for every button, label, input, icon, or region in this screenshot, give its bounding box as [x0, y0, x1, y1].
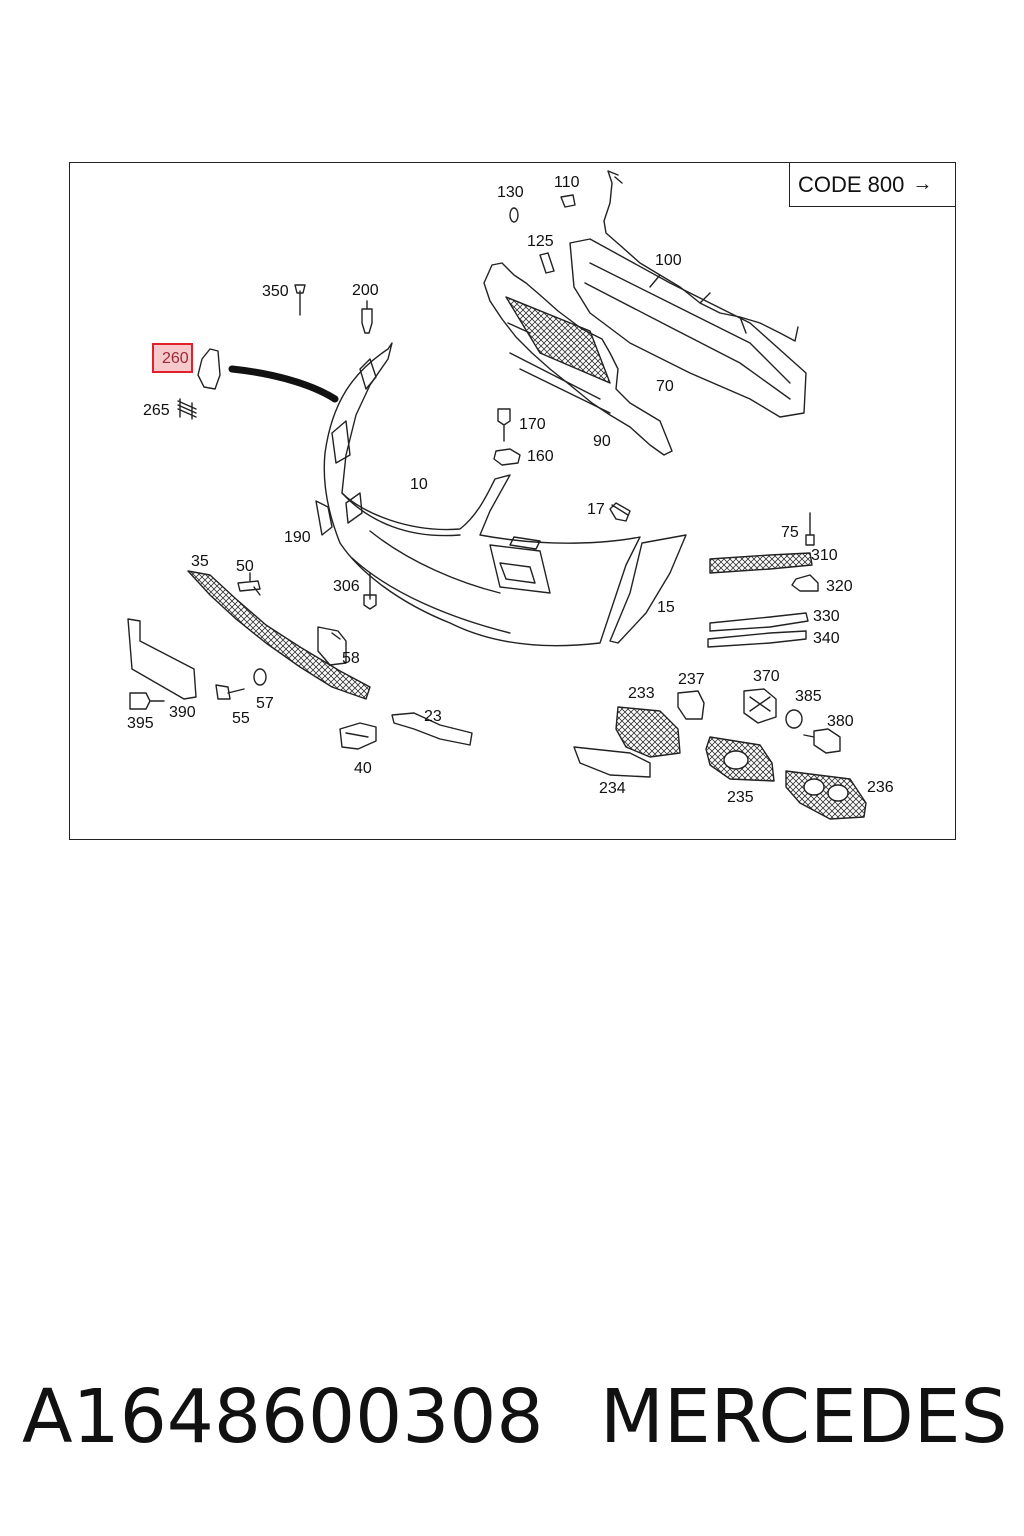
arrow-right-icon: →	[912, 173, 933, 195]
lower-trim-35	[187, 570, 371, 700]
callout-306[interactable]: 306	[333, 578, 360, 595]
trim-234-part	[573, 746, 651, 778]
bumper-cover-part	[323, 342, 641, 647]
callout-57[interactable]: 57	[256, 695, 274, 712]
panel-190-part	[315, 500, 333, 536]
screw-75-part	[805, 512, 815, 546]
clip-260-part	[197, 348, 221, 390]
callout-10[interactable]: 10	[410, 476, 428, 493]
bracket-40-part	[339, 722, 377, 750]
callout-380[interactable]: 380	[827, 713, 854, 730]
bumper-exploded-view	[127, 170, 867, 820]
license-holder-390	[127, 618, 197, 700]
code-label: CODE 800	[798, 171, 905, 197]
callout-15[interactable]: 15	[657, 599, 675, 616]
callout-100[interactable]: 100	[655, 252, 682, 269]
fog-frame-233	[615, 706, 681, 758]
callout-75[interactable]: 75	[781, 524, 799, 541]
callout-234[interactable]: 234	[599, 780, 626, 797]
bracket-237-part	[677, 690, 705, 720]
clip-320-part	[791, 574, 819, 592]
ring-130-part	[509, 207, 519, 223]
callout-233[interactable]: 233	[628, 685, 655, 702]
callout-350[interactable]: 350	[262, 283, 289, 300]
absorber-70-part	[569, 238, 807, 418]
callout-35[interactable]: 35	[191, 553, 209, 570]
callout-110[interactable]: 110	[554, 174, 580, 191]
callout-340[interactable]: 340	[813, 630, 840, 647]
callout-260[interactable]: 260	[152, 343, 193, 373]
bracket-58-part	[317, 626, 347, 666]
plug-200-part	[361, 300, 373, 334]
bolt-170-part	[497, 408, 511, 442]
bolt-17-part	[609, 502, 631, 522]
callout-320[interactable]: 320	[826, 578, 853, 595]
callout-90[interactable]: 90	[593, 433, 611, 450]
callout-190[interactable]: 190	[284, 529, 311, 546]
callout-130[interactable]: 130	[497, 184, 524, 201]
screw-50-part	[237, 572, 261, 596]
callout-70[interactable]: 70	[656, 378, 674, 395]
nut-160-part	[493, 448, 521, 466]
bolt-395-part	[129, 692, 165, 710]
callout-370[interactable]: 370	[753, 668, 780, 685]
screw-55-part	[215, 684, 245, 700]
parts-diagram-frame: CODE 800 → 130 110 125 100 350 200 260 2…	[69, 162, 956, 840]
callout-160[interactable]: 160	[527, 448, 554, 465]
callout-395[interactable]: 395	[127, 715, 154, 732]
callout-200[interactable]: 200	[352, 282, 379, 299]
callout-385[interactable]: 385	[795, 688, 822, 705]
callout-125[interactable]: 125	[527, 233, 554, 250]
callout-17[interactable]: 17	[587, 501, 605, 518]
callout-58[interactable]: 58	[342, 650, 360, 667]
callout-237[interactable]: 237	[678, 671, 705, 688]
bolt-380-part	[803, 728, 841, 754]
washer-385-part	[785, 709, 803, 729]
housing-370-part	[743, 688, 777, 724]
callout-330[interactable]: 330	[813, 608, 840, 625]
clip-110-part	[560, 194, 576, 208]
callout-390[interactable]: 390	[169, 704, 196, 721]
callout-236[interactable]: 236	[867, 779, 894, 796]
trim-23-part	[391, 712, 473, 746]
bolt-306-part	[363, 572, 377, 610]
grille-carrier-90	[483, 262, 673, 456]
trim-strip-15	[609, 534, 687, 644]
brand-name: MERCEDES	[600, 1374, 1008, 1460]
screw-350-part	[294, 284, 306, 316]
footer-caption: A1648600308 MERCEDES	[0, 1380, 1024, 1470]
wiring-harness-100	[603, 170, 799, 342]
strip-330-part	[709, 612, 809, 632]
strip-340-part	[707, 630, 807, 648]
part-number: A1648600308	[22, 1374, 544, 1460]
code-800-indicator: CODE 800 →	[789, 163, 955, 207]
fog-surround-236	[785, 770, 867, 820]
callout-235[interactable]: 235	[727, 789, 754, 806]
callout-265[interactable]: 265	[143, 402, 170, 419]
callout-310[interactable]: 310	[811, 547, 838, 564]
spring-265-part	[177, 398, 197, 420]
callout-40[interactable]: 40	[354, 760, 372, 777]
strip-310-part	[709, 552, 813, 574]
callout-55[interactable]: 55	[232, 710, 250, 727]
callout-23[interactable]: 23	[424, 708, 442, 725]
cap-125-part	[539, 252, 555, 274]
callout-50[interactable]: 50	[236, 558, 254, 575]
cable-lead-260	[228, 365, 339, 403]
washer-57-part	[253, 668, 267, 686]
callout-170[interactable]: 170	[519, 416, 546, 433]
